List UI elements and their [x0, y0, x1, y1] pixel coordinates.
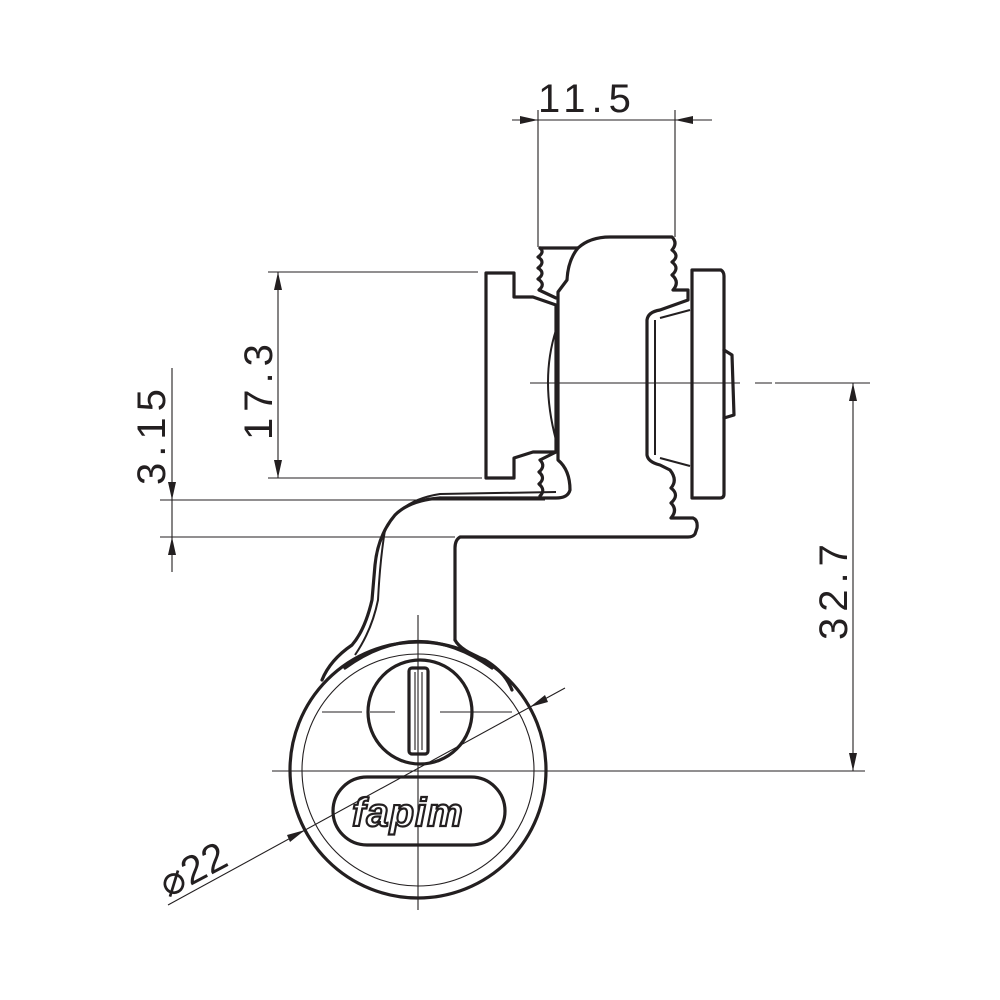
- knob-circle: [366, 658, 474, 766]
- lens: [547, 329, 557, 441]
- dimension-32-7: 32.7: [775, 382, 870, 771]
- logo-pill: [331, 775, 507, 847]
- key-slot: [407, 666, 430, 756]
- dim-label-32-7: 32.7: [812, 538, 856, 640]
- right-flange: [690, 268, 726, 500]
- right-inner-part: [654, 309, 691, 467]
- left-flange: [484, 271, 558, 480]
- thread-top-left: [536, 246, 558, 300]
- inner-ring: [301, 653, 535, 887]
- key-head: fapim: [288, 639, 548, 900]
- lock-body: [320, 235, 736, 692]
- dim-label-17-3: 17.3: [237, 338, 281, 440]
- ring-top-rim: [343, 639, 494, 670]
- dim-label-diameter-22: ⌀22: [152, 833, 236, 905]
- thread-bottom-left: [537, 450, 558, 498]
- central-body-inner: [438, 246, 580, 500]
- central-body: [453, 235, 699, 642]
- dimension-3-15: 3.15: [130, 368, 545, 572]
- dimension-17-3: 17.3: [237, 271, 482, 479]
- brand-logo: fapim: [352, 791, 464, 835]
- arm-outer: [320, 496, 442, 682]
- dim-label-11-5: 11.5: [538, 77, 637, 121]
- dim-label-3-15: 3.15: [130, 383, 174, 485]
- right-button: [722, 348, 736, 420]
- dimension-11-5: 11.5: [512, 77, 712, 247]
- arm-inner: [354, 491, 557, 656]
